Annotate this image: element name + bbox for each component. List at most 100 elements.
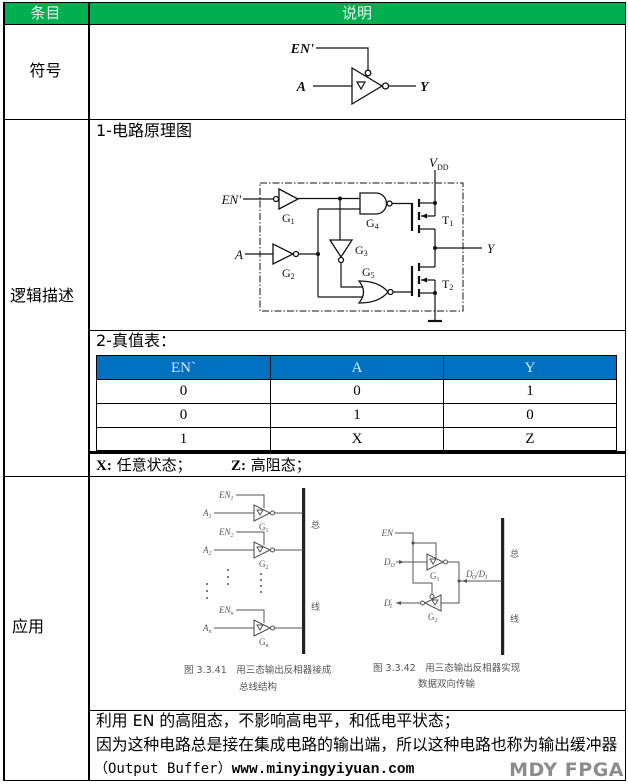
d-out-main: D <box>383 598 391 608</box>
bus-label-bottom: 线 <box>311 601 320 612</box>
bidir-gate-label-1: G1 <box>430 571 440 583</box>
figure-bus-caption-line2: 总线结构 <box>239 681 277 693</box>
supply-sub: DD <box>437 163 449 172</box>
g2-sub: 2 <box>291 272 295 281</box>
bus-a-prime: ′ <box>473 570 475 576</box>
circuit-title: 1-电路原理图 <box>96 121 192 140</box>
g5-sub: 5 <box>371 271 375 280</box>
divider-row-symbol <box>3 118 626 120</box>
enable-label-2: EN2 <box>218 527 234 539</box>
enn-sub: n <box>231 611 234 617</box>
inverter-g3-icon <box>328 239 354 259</box>
input-label-n: An <box>202 623 212 635</box>
border-left <box>3 1 5 781</box>
supply-main: V <box>429 155 439 170</box>
tristate-inverter-icon <box>253 541 272 559</box>
wire-loop <box>441 561 460 604</box>
output-bubble <box>269 547 276 553</box>
chip-boundary <box>259 182 464 312</box>
circuit-schematic: VDD EN' G1 G4 T1 Y A G2 G3 G5 <box>221 155 496 323</box>
bus-b-main: D <box>478 569 486 579</box>
gate-label-g1: G1 <box>282 211 295 226</box>
table-row: 0 0 1 <box>97 379 616 403</box>
row-label-application: 应用 <box>12 617 45 636</box>
en2-main: EN <box>218 527 231 537</box>
note-line-2: 因为这种电路总是接在集成电路的输出端，所以这种电路也称为输出缓冲器 <box>96 735 618 754</box>
tristate-mark-icon <box>431 599 439 606</box>
inverter-triangle-icon <box>351 66 384 106</box>
d-in-main: D <box>383 557 391 567</box>
truth-cell: 0 <box>179 407 188 423</box>
figure-bidir-caption-line2: 数据双向传输 <box>418 678 476 690</box>
divider-application <box>88 709 626 711</box>
wire-enable-g1 <box>413 542 437 558</box>
g3-output-bubble <box>337 256 345 264</box>
wire-enable-n <box>236 609 265 623</box>
g1-main: G <box>259 522 266 532</box>
t2-arrow-icon <box>421 277 427 283</box>
border-bottom <box>3 779 626 781</box>
gate-label-g3: G3 <box>355 243 368 258</box>
d-in-sub: O <box>391 563 396 569</box>
g2-main: G <box>282 266 291 280</box>
tristate-inverter-g2-icon <box>423 594 442 612</box>
symbol-enable-label: EN' <box>290 42 314 57</box>
en2-sub: 2 <box>231 533 234 539</box>
g1-sub: 1 <box>437 577 440 583</box>
bus-b-sub: I <box>484 575 488 581</box>
truth-table: EN` A Y 0 0 1 0 1 0 1 X Z <box>96 355 617 451</box>
a1-sub: 1 <box>209 514 212 520</box>
divider-row-logic <box>3 475 626 477</box>
gate-label-g5: G5 <box>362 265 375 280</box>
g1-sub: 1 <box>291 217 295 226</box>
figure-bidir-caption-line1: 图 3.3.42 用三态输出反相器实现 <box>373 662 521 674</box>
t2-sub: 2 <box>449 283 453 292</box>
symbol-input-label: A <box>296 80 306 95</box>
buffer-g1-icon <box>278 187 300 211</box>
nand-g4-icon <box>359 192 388 215</box>
truth-cell: 0 <box>270 380 443 403</box>
g4-sub: 4 <box>375 222 379 231</box>
truth-cell: X <box>270 428 443 451</box>
gate-label-n: Gn <box>259 637 269 649</box>
circuit-output-label: Y <box>487 241 496 256</box>
row-label-symbol: 符号 <box>29 61 62 80</box>
output-bubble <box>442 559 449 565</box>
note-line-1: 利用 EN 的高阻态，不影响高电平，和低电平状态； <box>96 711 460 730</box>
truth-header-en: EN` <box>171 360 196 376</box>
bus-line <box>501 518 505 655</box>
g1-main: G <box>430 571 437 581</box>
table-row: 1 X Z <box>97 427 616 451</box>
border-top <box>3 1 626 3</box>
truth-header-a: A <box>270 356 443 380</box>
border-right <box>624 1 626 781</box>
figure-bidirectional: 总 线 EN DO G1 D′O/DI D′I G2 图 3.3.42 用三态输… <box>373 518 521 690</box>
input-label-2: A2 <box>202 545 212 557</box>
gate-label-g2: G2 <box>282 266 295 281</box>
g3-sub: 3 <box>364 249 368 258</box>
g1-input-bubble <box>272 195 280 203</box>
en1-sub: 1 <box>231 496 234 502</box>
divider-column <box>88 1 90 781</box>
bus-a-main: D <box>465 569 473 579</box>
t2-main: T <box>442 277 450 291</box>
g2-main: G <box>428 612 435 622</box>
tristate-mark-icon <box>355 81 367 91</box>
enable-label-n: ENn <box>218 605 234 617</box>
g2-sub: 2 <box>266 565 269 571</box>
inverter-g2-icon <box>272 242 295 266</box>
gate-label-2: G2 <box>259 559 269 571</box>
divider-header <box>3 23 626 25</box>
tristate-mark-icon <box>256 509 264 516</box>
legend-x-key: X: <box>96 458 112 474</box>
g2-main: G <box>259 559 266 569</box>
arrow-left-icon <box>462 579 467 583</box>
t1-sub: 1 <box>449 219 453 228</box>
wire-enable <box>395 532 433 595</box>
g5-output-bubble <box>387 288 394 296</box>
bidir-input-label: DO <box>383 557 396 569</box>
g4-main: G <box>366 216 375 230</box>
input-label-1: A1 <box>202 508 212 520</box>
truth-cell: 0 <box>179 383 188 399</box>
header-item: 条目 <box>30 4 61 22</box>
